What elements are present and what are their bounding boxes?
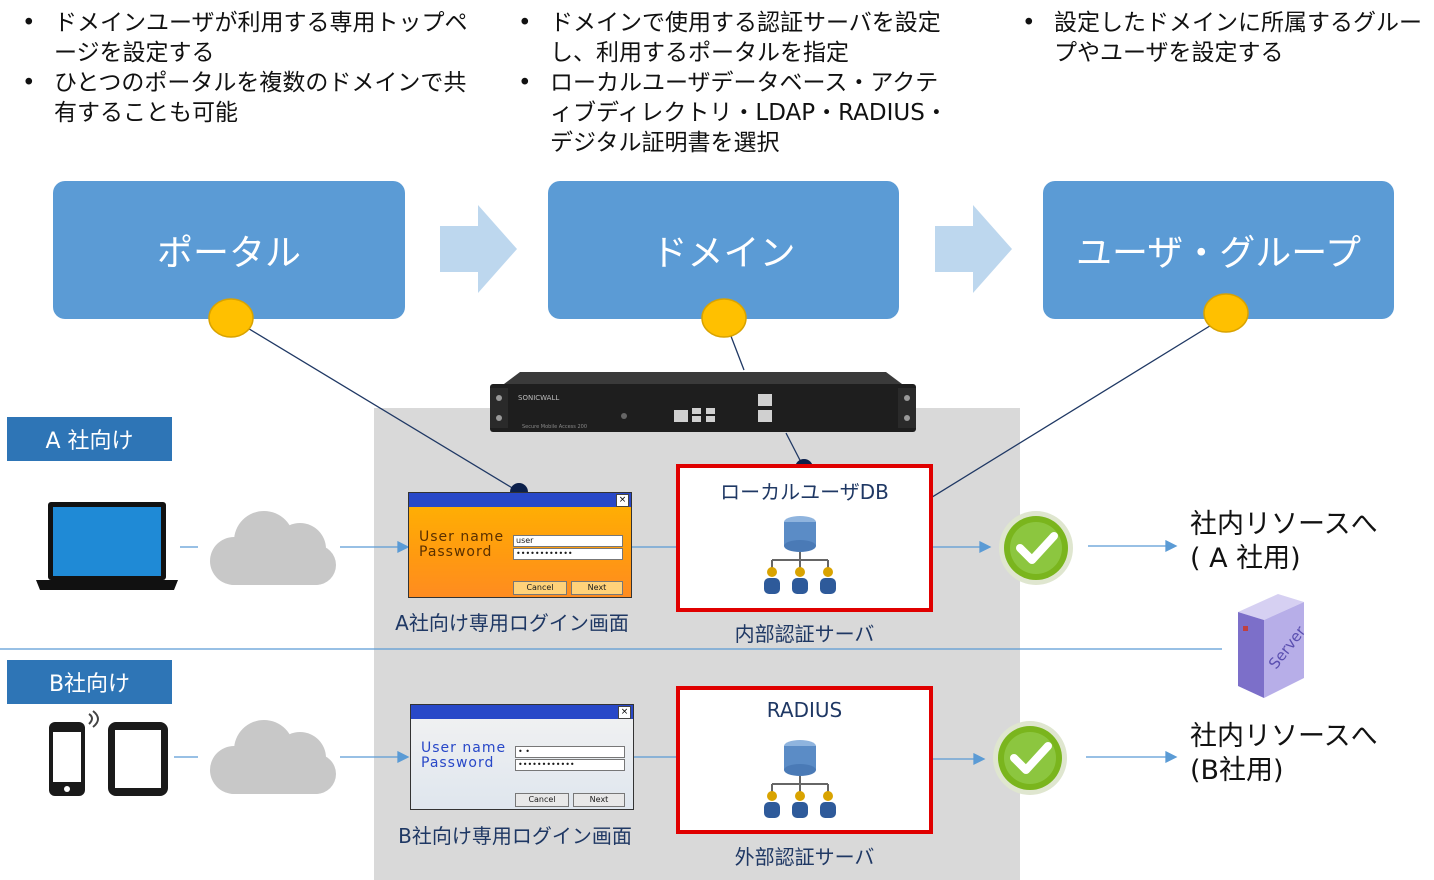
stage-arrow	[935, 205, 1012, 293]
destination-line: 社内リソースへ	[1190, 509, 1378, 540]
portal-description: ドメインユーザが利用する専用トップページを設定する ひとつのポータルを複数のドメ…	[10, 8, 470, 128]
tag-label: B社向け	[48, 672, 131, 697]
device-model: Secure Mobile Access 200	[522, 424, 587, 430]
laptop-icon	[36, 502, 178, 590]
destination-b: 社内リソースへ (B社用)	[1190, 720, 1378, 788]
device-brand: SONICWALL	[518, 394, 559, 402]
username-field[interactable]: user	[513, 535, 623, 547]
destination-a: 社内リソースへ ( A 社用)	[1190, 508, 1378, 576]
tag-company-b: B社向け	[7, 660, 172, 704]
password-field[interactable]: ••••••••••••	[515, 759, 625, 771]
stage-domain: ドメイン	[548, 181, 899, 319]
appliance-icon: SONICWALL Secure Mobile Access 200	[490, 372, 916, 432]
cancel-button[interactable]: Cancel	[515, 793, 569, 807]
stage-dots	[208, 293, 1249, 338]
next-button[interactable]: Next	[571, 581, 623, 595]
login-window-a: × User name Password user •••••••••••• C…	[408, 492, 632, 598]
auth-caption-b: 外部認証サーバ	[734, 845, 875, 869]
username-field[interactable]: • •	[515, 746, 625, 758]
stage-label: ポータル	[156, 233, 301, 274]
auth-title: RADIUS	[766, 698, 843, 722]
destination-line: 社内リソースへ	[1190, 721, 1378, 752]
stage-label: ユーザ・グループ	[1075, 233, 1362, 274]
cancel-button[interactable]: Cancel	[513, 581, 567, 595]
server-icon: Server	[1238, 594, 1310, 698]
usergroup-description-item: 設定したドメインに所属するグループやユーザを設定する	[1010, 8, 1430, 68]
password-label: Password	[421, 755, 495, 771]
smartphone-icon	[49, 710, 99, 796]
login-window-b: × User name Password • • •••••••••••• Ca…	[410, 704, 634, 810]
destination-line: ( A 社用)	[1190, 543, 1301, 574]
next-button[interactable]: Next	[573, 793, 625, 807]
tag-label: A 社向け	[45, 429, 134, 454]
portal-description-item: ドメインユーザが利用する専用トップページを設定する	[10, 8, 470, 68]
auth-title: ローカルユーザDB	[720, 480, 889, 504]
domain-description-item: ドメインで使用する認証サーバを設定し、利用するポータルを指定	[506, 8, 956, 68]
database-users-icon	[764, 740, 836, 818]
cloud-icon	[210, 720, 336, 794]
login-caption-a: A社向け専用ログイン画面	[395, 611, 629, 635]
checkmark-icon	[993, 721, 1067, 795]
cloud-icon	[210, 511, 336, 585]
domain-description-item: ローカルユーザデータベース・アクティブディレクトリ・LDAP・RADIUS・デジ…	[506, 68, 956, 158]
connector-line	[230, 317, 520, 493]
stage-label: ドメイン	[651, 233, 796, 274]
close-icon[interactable]: ×	[616, 494, 629, 507]
auth-caption-a: 内部認証サーバ	[734, 622, 875, 646]
password-label: Password	[419, 544, 493, 560]
connector-line	[785, 432, 805, 469]
usergroup-description: 設定したドメインに所属するグループやユーザを設定する	[1010, 8, 1430, 68]
domain-description: ドメインで使用する認証サーバを設定し、利用するポータルを指定 ローカルユーザデー…	[506, 8, 956, 158]
destination-line: (B社用)	[1190, 755, 1284, 786]
checkmark-icon	[999, 511, 1073, 585]
stage-arrow	[440, 205, 517, 293]
portal-description-item: ひとつのポータルを複数のドメインで共有することも可能	[10, 68, 470, 128]
login-caption-b: B社向け専用ログイン画面	[398, 824, 632, 848]
username-label: User name	[419, 529, 505, 545]
close-icon[interactable]: ×	[618, 706, 631, 719]
database-users-icon	[764, 516, 836, 594]
stage-portal: ポータル	[53, 181, 405, 319]
tablet-icon	[108, 722, 168, 796]
username-label: User name	[421, 740, 507, 756]
password-field[interactable]: ••••••••••••	[513, 548, 623, 560]
tag-company-a: A 社向け	[7, 417, 172, 461]
